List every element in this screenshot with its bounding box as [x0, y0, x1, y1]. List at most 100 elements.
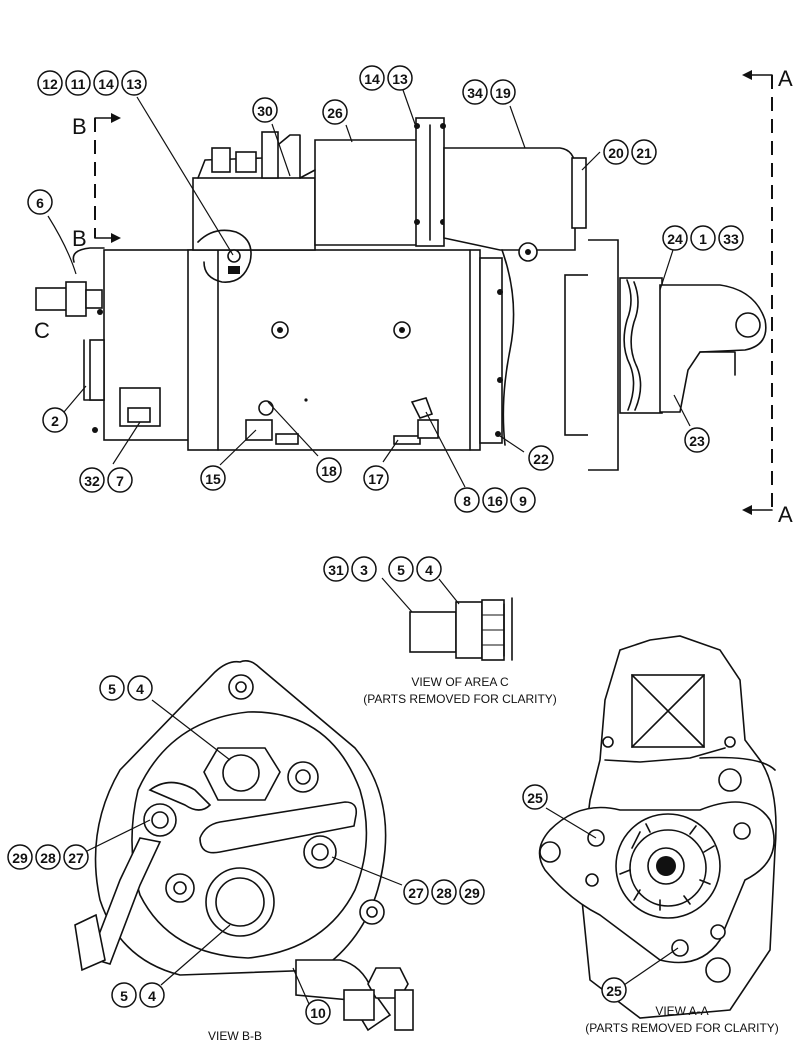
drive-end-housing: [564, 239, 767, 471]
callout-number: 29: [464, 885, 480, 901]
callout-number: 8: [463, 493, 471, 509]
callout-bubble: [305, 999, 331, 1025]
view-a-a: VIEW A-A (PARTS REMOVED FOR CLARITY): [538, 635, 779, 1035]
callout-number: 3: [360, 562, 368, 578]
callout-group: 34 19: [462, 79, 516, 105]
callout-group: 8 16 9: [454, 487, 536, 513]
callout-number: 2: [51, 413, 59, 429]
callout-group: 30: [252, 97, 278, 123]
starter-side-view: A A B B C: [34, 66, 793, 527]
callout-group: 14 13: [359, 65, 413, 91]
callout-group: 26: [322, 99, 348, 125]
callout-number: 22: [533, 451, 549, 467]
callout-bubble: [662, 225, 688, 251]
view-a-a-note: (PARTS REMOVED FOR CLARITY): [585, 1021, 779, 1035]
section-label-a-bottom: A: [778, 502, 793, 527]
callout-bubble: [252, 97, 278, 123]
callout-group: 17: [363, 465, 389, 491]
callout-bubble: [462, 79, 488, 105]
callout-bubble: [7, 844, 33, 870]
callout-number: 28: [40, 850, 56, 866]
callout-bubble: [65, 70, 91, 96]
callout-bubble: [482, 487, 508, 513]
callout-number: 14: [364, 71, 380, 87]
callout-bubble: [718, 225, 744, 251]
callout-number: 28: [436, 885, 452, 901]
callout-number: 9: [519, 493, 527, 509]
view-a-a-title: VIEW A-A: [655, 1004, 708, 1018]
callout-number: 7: [116, 473, 124, 489]
callout-number: 33: [723, 231, 739, 247]
callout-number: 30: [257, 103, 273, 119]
callout-number: 25: [606, 983, 622, 999]
callout-number: 11: [71, 76, 86, 92]
callout-group: 6: [27, 189, 53, 215]
callout-bubble: [510, 487, 536, 513]
callout-group: 32 7: [79, 467, 133, 493]
callout-group: 15: [200, 465, 226, 491]
callout-bubble: [27, 189, 53, 215]
view-b-b: VIEW B-B: [74, 660, 414, 1043]
callout-bubble: [322, 99, 348, 125]
callout-bubble: [690, 225, 716, 251]
callout-bubble: [387, 65, 413, 91]
callout-number: 31: [328, 562, 344, 578]
area-label-c: C: [34, 318, 50, 343]
callout-number: 16: [487, 493, 503, 509]
callout-number: 32: [84, 473, 100, 489]
callout-number: 6: [36, 195, 44, 211]
frame-bolt-details: [92, 289, 503, 445]
callout-bubble: [684, 427, 710, 453]
callout-bubble: [490, 79, 516, 105]
callout-bubble: [416, 556, 442, 582]
callout-number: 18: [321, 463, 337, 479]
callout-number: 26: [327, 105, 343, 121]
callout-group: 31 3: [323, 556, 377, 582]
terminal-area-c: [35, 247, 105, 401]
callout-bubble: [403, 879, 429, 905]
callout-bubble: [37, 70, 63, 96]
callout-number: 29: [12, 850, 28, 866]
callout-number: 34: [467, 85, 483, 101]
callout-number: 13: [126, 76, 142, 92]
view-b-b-title: VIEW B-B: [208, 1029, 262, 1043]
section-label-a-top: A: [778, 66, 793, 91]
callout-bubble: [139, 982, 165, 1008]
callout-bubble: [316, 457, 342, 483]
callout-group: 22: [528, 445, 554, 471]
callout-bubble: [35, 844, 61, 870]
callout-number: 5: [120, 988, 128, 1004]
callout-number: 14: [98, 76, 114, 92]
callout-bubble: [200, 465, 226, 491]
callout-group: 25: [601, 977, 627, 1003]
callout-bubble: [388, 556, 414, 582]
leader-lines: [47, 89, 691, 1005]
callout-number: 19: [495, 85, 511, 101]
view-area-c: VIEW OF AREA C (PARTS REMOVED FOR CLARIT…: [363, 597, 557, 706]
callout-bubble: [121, 70, 147, 96]
callout-group: 23: [684, 427, 710, 453]
callout-number: 13: [392, 71, 408, 87]
callout-bubble: [359, 65, 385, 91]
callout-bubble: [431, 879, 457, 905]
solenoid-assembly: [192, 117, 587, 446]
callout-bubble: [107, 467, 133, 493]
view-area-c-note: (PARTS REMOVED FOR CLARITY): [363, 692, 557, 706]
callout-number: 1: [699, 231, 707, 247]
callout-number: 5: [397, 562, 405, 578]
callout-number: 4: [136, 681, 144, 697]
callout-group: 25: [522, 784, 548, 810]
callout-bubble: [522, 784, 548, 810]
callout-bubble: [603, 139, 629, 165]
callout-number: 17: [368, 471, 384, 487]
section-label-b-bottom: B: [72, 226, 87, 251]
